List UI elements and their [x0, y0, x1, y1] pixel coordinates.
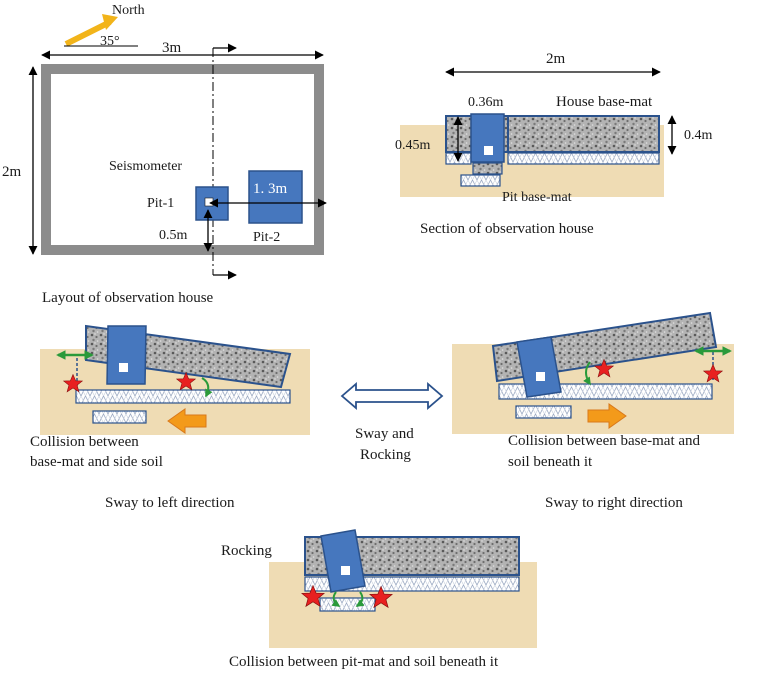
sway-right-seismometer: [536, 372, 545, 381]
pit2-label: Pit-2: [253, 230, 280, 245]
north-arrow-icon: [64, 14, 138, 47]
sway-left-caption: Sway to left direction: [105, 495, 235, 511]
seismometer-label: Seismometer: [109, 159, 182, 174]
rocking-pit: [320, 529, 366, 593]
sway-left-collision-line1: Collision between: [30, 434, 139, 450]
sway-rocking-center: Sway and Rocking: [340, 382, 444, 463]
sway-right-collision-line2: soil beneath it: [508, 454, 593, 470]
offset-label: 0.5m: [159, 228, 188, 243]
layout-caption: Layout of observation house: [42, 290, 214, 306]
center-label-line1: Sway and: [355, 426, 414, 442]
house-basemat-foundation: [507, 152, 660, 165]
pit-basemat-label: Pit base-mat: [502, 190, 572, 205]
house-basemat: [507, 115, 660, 153]
green-rotation-arrow-icon: [355, 591, 365, 607]
rocking-soil: [269, 562, 537, 648]
sway-right-panel: Collision between base-mat and soil bene…: [452, 311, 734, 511]
north-label: North: [112, 3, 145, 18]
rocking-caption: Collision between pit-mat and soil benea…: [229, 654, 499, 670]
pit1-label: Pit-1: [147, 196, 174, 211]
rocking-panel: Rocking Collision between pit-mat and so…: [221, 529, 537, 670]
section-panel: 2m 0.36m House base-mat 0.45m 0.4m Pit b…: [395, 51, 713, 237]
sway-right-pit: [516, 336, 562, 398]
rocking-seismometer: [341, 566, 350, 575]
pit-2: [248, 170, 303, 224]
sway-right-pit-basemat: [515, 405, 572, 419]
rocking-label: Rocking: [221, 543, 272, 559]
house-basemat-label: House base-mat: [556, 94, 653, 110]
green-rotation-arrow-icon: [331, 591, 341, 607]
section-seismometer: [484, 146, 493, 155]
layout-panel: North 35° 3m 2m Seismometer Pit-1 Pit-2 …: [2, 3, 327, 306]
angle-label: 35°: [100, 34, 120, 49]
pit-basemat-body: [472, 162, 503, 175]
sway-right-collision-line1: Collision between base-mat and: [508, 433, 701, 449]
pit2-size-label: 1. 3m: [253, 181, 288, 197]
center-label-line2: Rocking: [360, 447, 411, 463]
section-width-label: 2m: [546, 51, 566, 67]
width-label: 3m: [162, 40, 182, 56]
height-label: 2m: [2, 164, 22, 180]
rocking-pit-basemat: [319, 597, 376, 612]
basemat-thickness-label: 0.4m: [684, 128, 713, 143]
section-caption: Section of observation house: [420, 221, 594, 237]
pit-depth-label: 0.45m: [395, 138, 431, 153]
sway-left-pit: [106, 325, 147, 385]
seismometer-marker: [204, 197, 214, 207]
sway-right-caption: Sway to right direction: [545, 495, 683, 511]
pit-width-label: 0.36m: [468, 95, 504, 110]
double-headed-arrow-icon: [340, 382, 444, 410]
sway-left-panel: Collision between base-mat and side soil…: [30, 324, 310, 511]
green-rotation-arrow-icon: [583, 361, 591, 386]
sway-left-seismometer: [119, 363, 128, 372]
sway-left-collision-line2: base-mat and side soil: [30, 454, 163, 470]
orange-direction-arrow-icon: [167, 408, 207, 434]
sway-left-pit-basemat: [92, 410, 147, 424]
orange-direction-arrow-icon: [587, 403, 627, 429]
pit-basemat: [460, 174, 501, 187]
green-rotation-arrow-icon: [201, 377, 213, 398]
sway-left-foundation: [75, 389, 291, 404]
